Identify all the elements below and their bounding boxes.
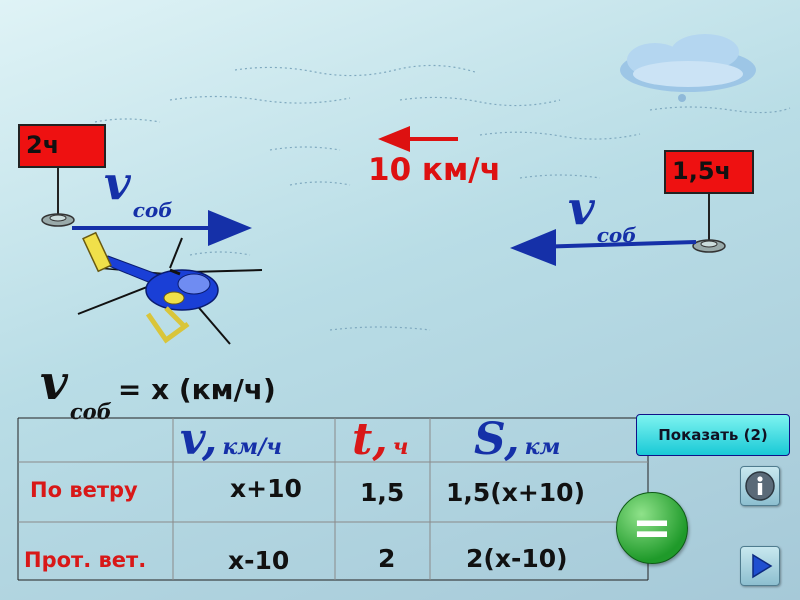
info-icon	[745, 471, 775, 501]
helicopter-icon	[77, 231, 263, 345]
header-velocity: v, км/ч	[180, 414, 282, 465]
right-flag-label: 1,5ч	[664, 150, 754, 194]
right-velocity-symbol: v	[568, 181, 595, 235]
cell-with-wind-time: 1,5	[360, 478, 405, 507]
header-time-unit: ч	[392, 434, 409, 460]
cloud-icon	[620, 34, 756, 102]
velocity-formula: vсоб= х (км/ч)	[40, 359, 276, 424]
cell-against-wind-velocity: х-10	[228, 546, 290, 575]
left-flag-pole	[41, 168, 75, 227]
row-label-against-wind: Прот. вет.	[24, 548, 147, 572]
right-arrow-icon	[72, 210, 252, 246]
left-arrow-icon	[510, 229, 697, 266]
header-time-symbol: t,	[352, 414, 388, 465]
header-velocity-unit: км/ч	[222, 434, 282, 460]
header-distance-unit: км	[524, 434, 561, 460]
wind-speed: 10 км/ч	[368, 152, 501, 188]
cell-with-wind-distance: 1,5(х+10)	[446, 478, 586, 507]
row-label-with-wind: По ветру	[30, 478, 138, 502]
header-distance-symbol: S,	[474, 414, 520, 465]
cell-against-wind-time: 2	[378, 544, 396, 573]
play-next-icon	[752, 553, 773, 579]
right-velocity-subscript: соб	[596, 223, 637, 247]
next-button[interactable]	[740, 546, 780, 586]
formula-expression: = х (км/ч)	[117, 373, 276, 406]
left-flag-label: 2ч	[18, 124, 106, 168]
cell-with-wind-velocity: х+10	[230, 474, 302, 503]
show-answer-button[interactable]: Показать (2)	[636, 414, 790, 456]
formula-subscript: соб	[69, 399, 112, 424]
cell-against-wind-distance: 2(х-10)	[466, 544, 568, 573]
left-velocity-symbol: v	[104, 156, 131, 210]
header-time: t, ч	[352, 414, 408, 465]
left-flag: 2ч	[18, 124, 106, 168]
right-flag-pole	[692, 194, 726, 253]
equals-label: =	[631, 500, 673, 556]
equals-button[interactable]: =	[616, 492, 688, 564]
info-button[interactable]	[740, 466, 780, 506]
wind-arrow-icon	[378, 126, 458, 152]
left-velocity-subscript: соб	[132, 198, 173, 222]
right-flag: 1,5ч	[664, 150, 754, 194]
header-velocity-symbol: v,	[180, 414, 218, 465]
formula-symbol: v	[40, 355, 68, 411]
header-distance: S, км	[474, 414, 560, 465]
